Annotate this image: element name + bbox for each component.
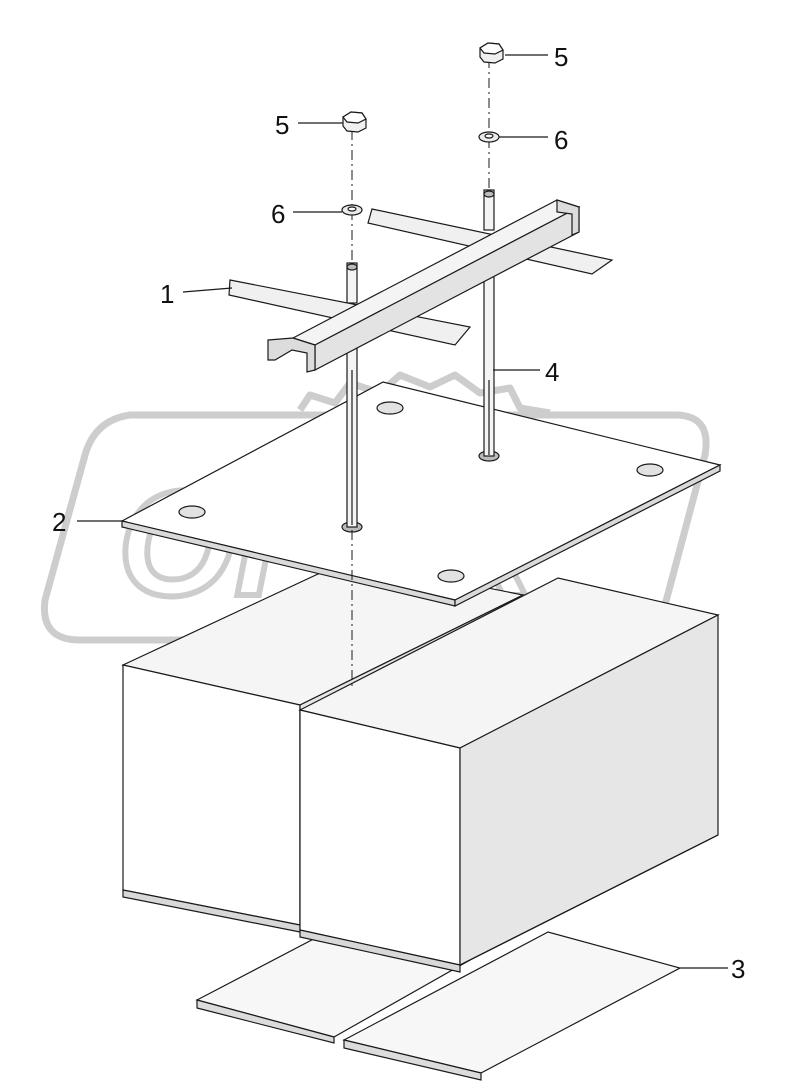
callout-labels: 1 2 3 4 5 5 6 6: [52, 42, 745, 984]
callout-5-left: 5: [275, 110, 289, 140]
plate-hole: [178, 505, 206, 519]
callout-3: 3: [731, 954, 745, 984]
callout-4: 4: [545, 357, 559, 387]
callout-2: 2: [52, 507, 66, 537]
part-1-clamp-bar: [267, 190, 581, 373]
plate-hole: [437, 569, 465, 583]
callout-1: 1: [160, 279, 174, 309]
part-5-nut-left: [342, 111, 367, 133]
assembly-axes: [351, 58, 490, 690]
part-6-washer-right: [478, 131, 500, 143]
part-2-plate: [120, 381, 722, 607]
callout-6-left: 6: [271, 199, 285, 229]
plate-hole: [376, 401, 404, 415]
part-5-nut-right: [479, 42, 504, 64]
callout-5-right: 5: [554, 42, 568, 72]
callout-6-right: 6: [554, 125, 568, 155]
plate-hole: [636, 463, 664, 477]
battery-right: [298, 577, 720, 973]
leader-lines: [77, 54, 728, 969]
part-6-washer-left: [341, 204, 363, 216]
